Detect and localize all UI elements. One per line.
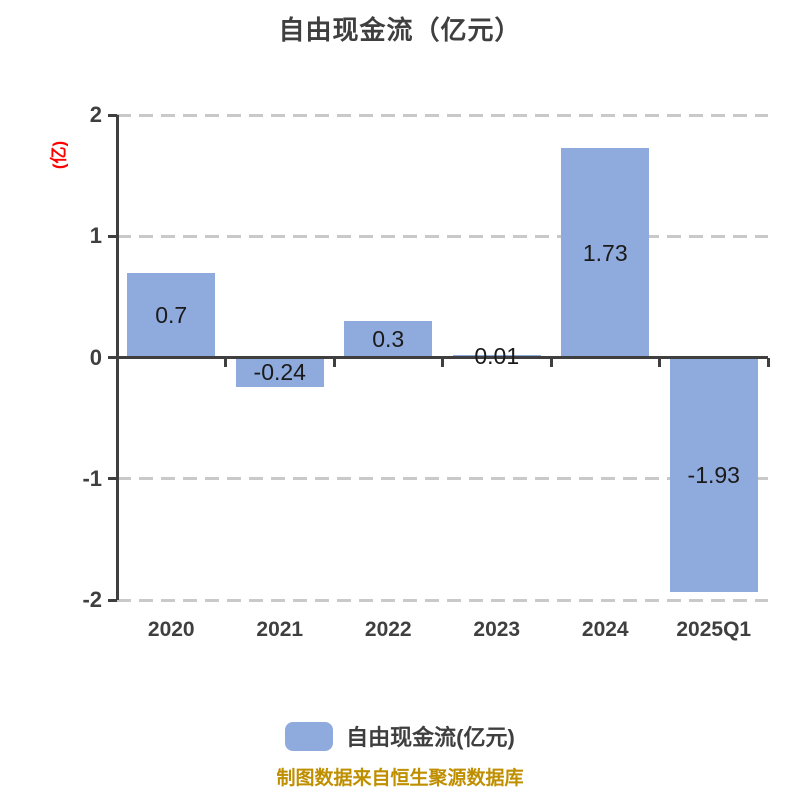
legend-swatch-icon <box>285 721 334 751</box>
y-tick-label: -2 <box>82 587 102 612</box>
bar-2022 <box>344 321 433 358</box>
y-tick-label: -1 <box>82 465 102 491</box>
y-axis-tick <box>108 113 117 117</box>
bar-2024 <box>561 147 650 358</box>
bar-value-label: 0.01 <box>474 343 520 369</box>
gridline <box>117 598 768 602</box>
bar-2025Q1 <box>669 357 758 592</box>
y-tick-label: 0 <box>89 344 102 370</box>
y-tick-label: 2 <box>89 102 102 127</box>
y-axis-tick <box>108 598 117 602</box>
gridline <box>117 234 768 238</box>
x-tick-label-2020: 2020 <box>147 618 195 641</box>
x-axis-tick <box>658 357 661 367</box>
gridline <box>117 477 768 481</box>
bar-value-label: 0.3 <box>372 326 405 353</box>
chart-title: 自由现金流（亿元） <box>278 15 522 45</box>
bar-value-label: 1.73 <box>582 239 628 266</box>
gridline <box>117 113 768 117</box>
y-axis-tick <box>108 234 117 238</box>
bar-value-label: -1.93 <box>687 461 740 488</box>
x-tick-label-2022: 2022 <box>364 618 412 641</box>
x-axis-tick <box>441 357 444 367</box>
bar-value-label: -0.24 <box>253 359 306 386</box>
bar-value-label: 0.7 <box>155 302 188 329</box>
x-axis-tick <box>224 357 227 367</box>
x-tick-label-2023: 2023 <box>473 618 521 641</box>
x-axis-tick <box>766 357 770 367</box>
y-axis-tick <box>108 477 117 481</box>
data-source-note: 制图数据来自恒生聚源数据库 <box>276 768 524 789</box>
y-tick-label: 1 <box>89 223 102 249</box>
x-axis-line <box>108 356 768 359</box>
x-tick-label-2021: 2021 <box>256 618 304 641</box>
x-tick-label-2025Q1: 2025Q1 <box>676 618 752 641</box>
legend-label: 自由现金流(亿元) <box>346 725 515 750</box>
x-tick-label-2024: 2024 <box>581 618 629 641</box>
x-axis-tick <box>549 357 553 367</box>
y-axis-title: (亿) <box>49 140 69 170</box>
bar-2020 <box>127 272 216 358</box>
legend: 自由现金流(亿元) <box>0 720 800 752</box>
bar-2021 <box>235 357 324 387</box>
x-axis-tick <box>332 357 336 367</box>
